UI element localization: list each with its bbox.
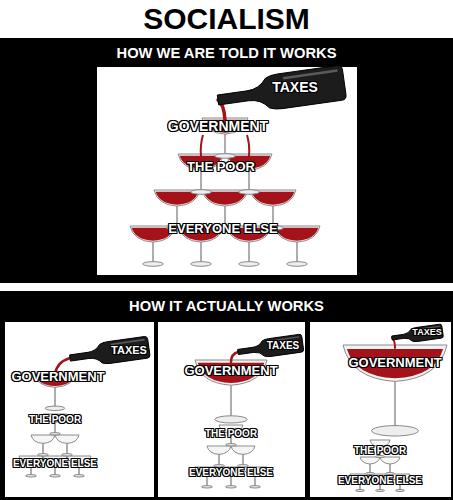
champagne-glass	[154, 190, 200, 230]
champagne-glass	[250, 190, 296, 230]
meme-title: SOCIALISM	[0, 0, 453, 38]
champagne-glass	[219, 425, 243, 446]
champagne-glass	[370, 440, 390, 458]
photo-panel	[5, 322, 154, 497]
champagne-glass	[178, 154, 224, 194]
wine-bottle	[68, 336, 150, 369]
champagne-glass	[195, 467, 219, 488]
band-heading: HOW WE ARE TOLD IT WORKS	[0, 38, 453, 62]
champagne-glass	[274, 226, 320, 266]
wine-stream	[231, 352, 238, 362]
champagne-glass	[350, 474, 370, 492]
champagne-glass	[380, 457, 400, 475]
champagne-tower	[350, 440, 410, 492]
champagne-tower	[130, 118, 320, 266]
wine-bottle	[237, 334, 304, 361]
champagne-glass	[31, 435, 55, 456]
champagne-glass	[178, 226, 224, 266]
government-glass	[343, 345, 447, 436]
government-glass	[33, 372, 77, 411]
champagne-glass	[219, 467, 243, 488]
champagne-glass	[55, 435, 79, 456]
champagne-glass	[226, 154, 272, 194]
wine-bottle	[216, 65, 347, 117]
champagne-glass	[390, 474, 410, 492]
photo-panel	[158, 322, 305, 497]
champagne-glass	[67, 456, 91, 477]
photo-panel	[310, 322, 451, 497]
champagne-glass	[360, 457, 380, 475]
champagne-glass	[202, 190, 248, 230]
government-glass	[195, 360, 267, 423]
champagne-glass	[207, 446, 231, 467]
band-gap	[0, 283, 453, 291]
champagne-glass	[243, 467, 267, 488]
wine-stream	[55, 358, 70, 374]
champagne-glass	[226, 226, 272, 266]
wine-overflow	[201, 135, 250, 156]
champagne-tower	[195, 425, 267, 488]
champagne-glass	[130, 226, 176, 266]
champagne-glass	[231, 446, 255, 467]
champagne-glass	[370, 474, 390, 492]
champagne-glass	[202, 118, 248, 158]
wine-bottle	[391, 324, 443, 345]
champagne-glass	[19, 456, 43, 477]
champagne-glass	[43, 414, 67, 435]
band-heading: HOW IT ACTUALLY WORKS	[0, 291, 453, 315]
champagne-glass	[43, 456, 67, 477]
champagne-tower	[19, 414, 91, 477]
